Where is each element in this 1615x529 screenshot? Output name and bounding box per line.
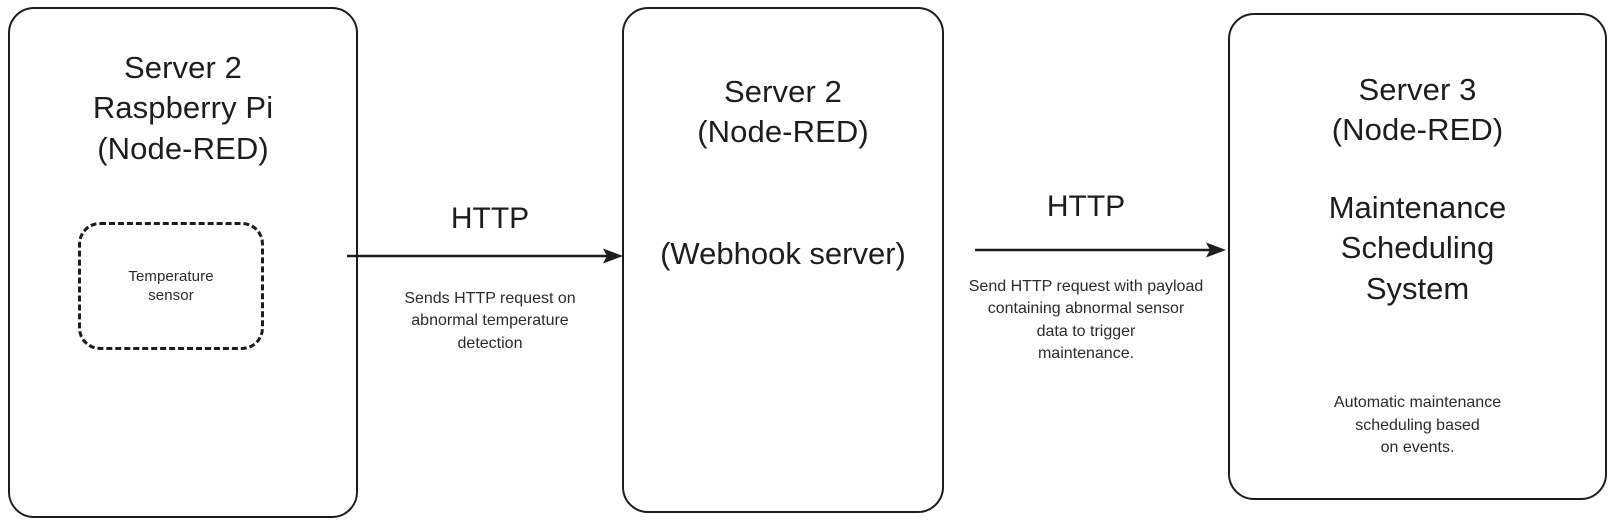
edge-2-arrow[interactable] <box>975 238 1228 262</box>
temperature-sensor-box[interactable]: Temperature sensor <box>78 222 264 350</box>
edge-2-caption: Send HTTP request with payload containin… <box>968 278 1204 363</box>
edge-1-label: HTTP <box>450 202 530 235</box>
edge-1-arrow[interactable] <box>347 244 625 268</box>
edge-2-label: HTTP <box>1046 190 1126 223</box>
temperature-sensor-label: Temperature sensor <box>128 267 214 304</box>
node-server3-maintenance[interactable] <box>1228 13 1607 500</box>
edge-1-caption: Sends HTTP request on abnormal temperatu… <box>404 290 576 352</box>
node-server2-webhook[interactable] <box>622 7 944 513</box>
node-server3-maintenance-note: Automatic maintenance scheduling based o… <box>1333 394 1502 457</box>
node-server2-webhook-title: Server 2 (Node-RED) <box>697 74 869 150</box>
node-server3-maintenance-subtitle: Maintenance Scheduling System <box>1328 190 1507 306</box>
node-server3-maintenance-title: Server 3 (Node-RED) <box>1331 72 1504 148</box>
node-server2-webhook-subtitle: (Webhook server) <box>660 236 906 271</box>
node-server2-raspberry-pi-title: Server 2 Raspberry Pi (Node-RED) <box>92 50 274 166</box>
